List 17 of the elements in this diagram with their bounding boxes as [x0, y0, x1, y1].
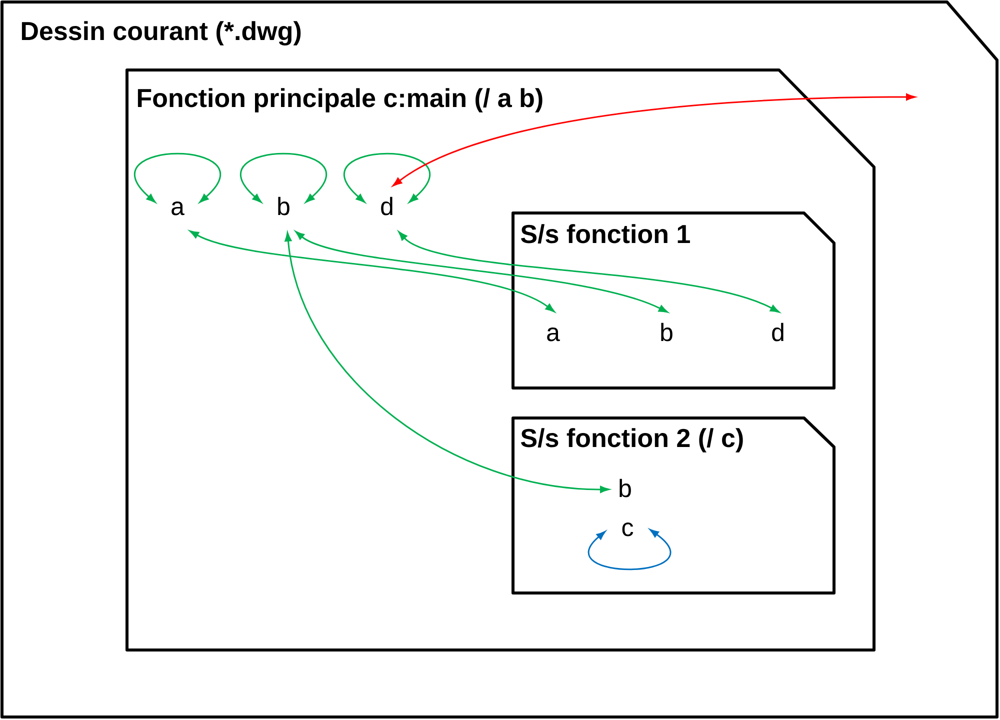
- curved-arrow: [190, 230, 555, 312]
- variable-name: a: [547, 328, 560, 342]
- loop-arrow: [134, 152, 221, 203]
- curved-arrow: [398, 231, 780, 313]
- variable-name: d: [381, 196, 392, 216]
- curved-arrow: [295, 230, 668, 313]
- variable-name: b: [278, 196, 290, 216]
- loop-arrow: [588, 529, 672, 570]
- loop-arrow: [344, 152, 430, 203]
- variable-name: b: [661, 322, 672, 342]
- curved-arrow: [392, 93, 916, 186]
- curved-arrow: [284, 232, 610, 493]
- variable-name: c: [622, 522, 634, 536]
- variable-name: d: [772, 322, 784, 342]
- variable-name: a: [172, 202, 184, 216]
- loop-arrow: [240, 152, 327, 203]
- variable-name: b: [620, 478, 631, 498]
